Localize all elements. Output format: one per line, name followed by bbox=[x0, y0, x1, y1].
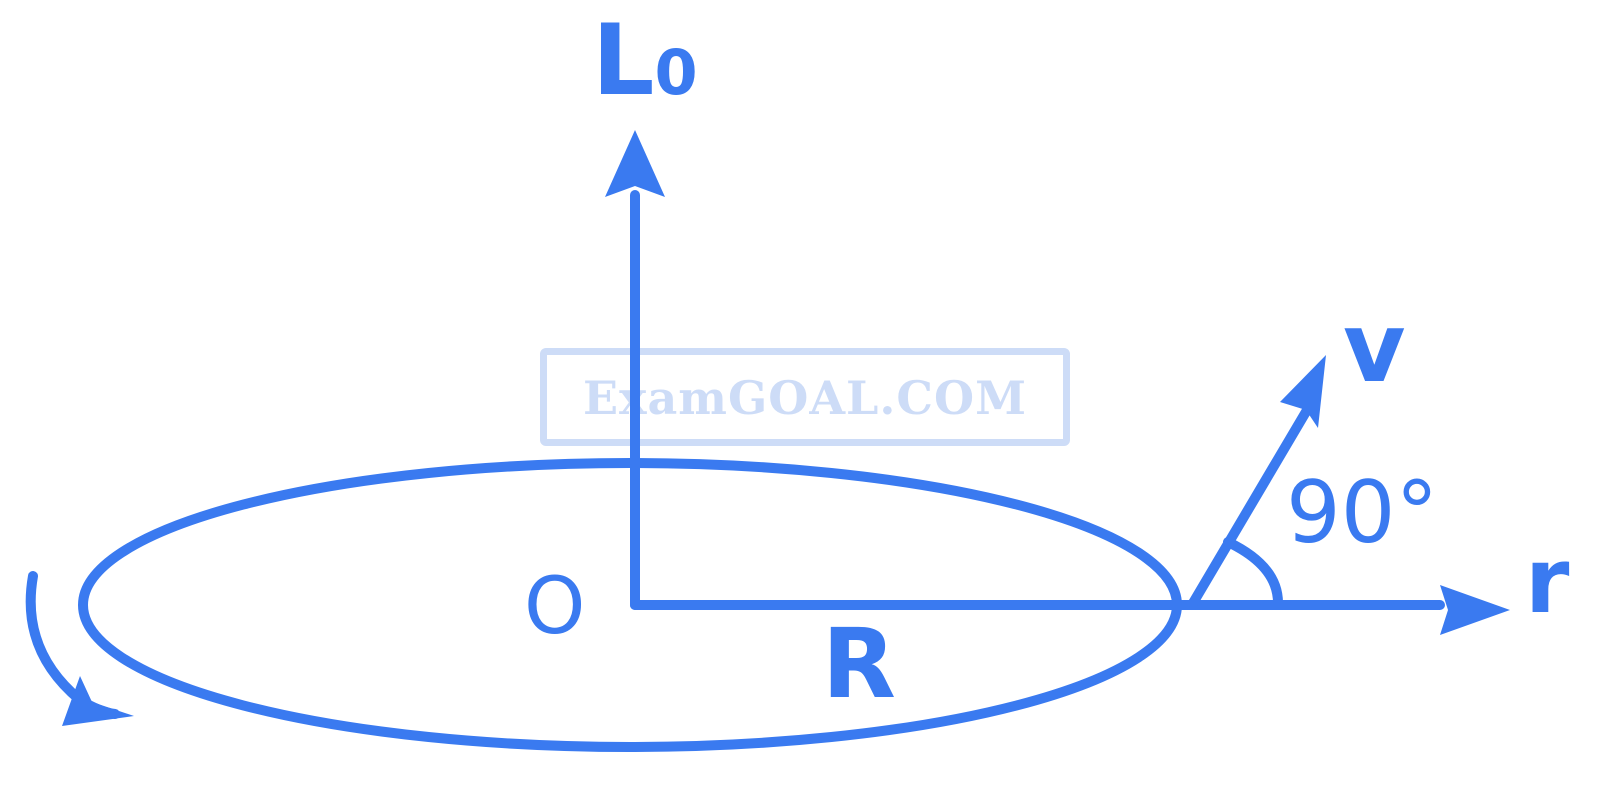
watermark-box: ExamGOAL.COM bbox=[540, 348, 1070, 446]
label-angle: 90° bbox=[1286, 463, 1439, 563]
arrowhead-diagonal-icon bbox=[1280, 355, 1326, 428]
label-velocity: v bbox=[1343, 292, 1406, 404]
label-angular-momentum: L0 bbox=[592, 12, 698, 110]
label-origin: O bbox=[524, 562, 586, 652]
label-position: r bbox=[1525, 529, 1570, 634]
arrowhead-right-icon bbox=[1440, 585, 1510, 635]
label-L: L bbox=[592, 4, 655, 118]
arrowhead-rotation-icon bbox=[62, 676, 134, 726]
label-subscript-0: 0 bbox=[654, 36, 698, 109]
velocity-vector bbox=[1188, 400, 1315, 608]
arrowhead-up-icon bbox=[605, 130, 665, 197]
label-radius: R bbox=[822, 608, 896, 720]
angle-arc bbox=[1223, 537, 1283, 608]
watermark-text: ExamGOAL.COM bbox=[583, 371, 1027, 425]
